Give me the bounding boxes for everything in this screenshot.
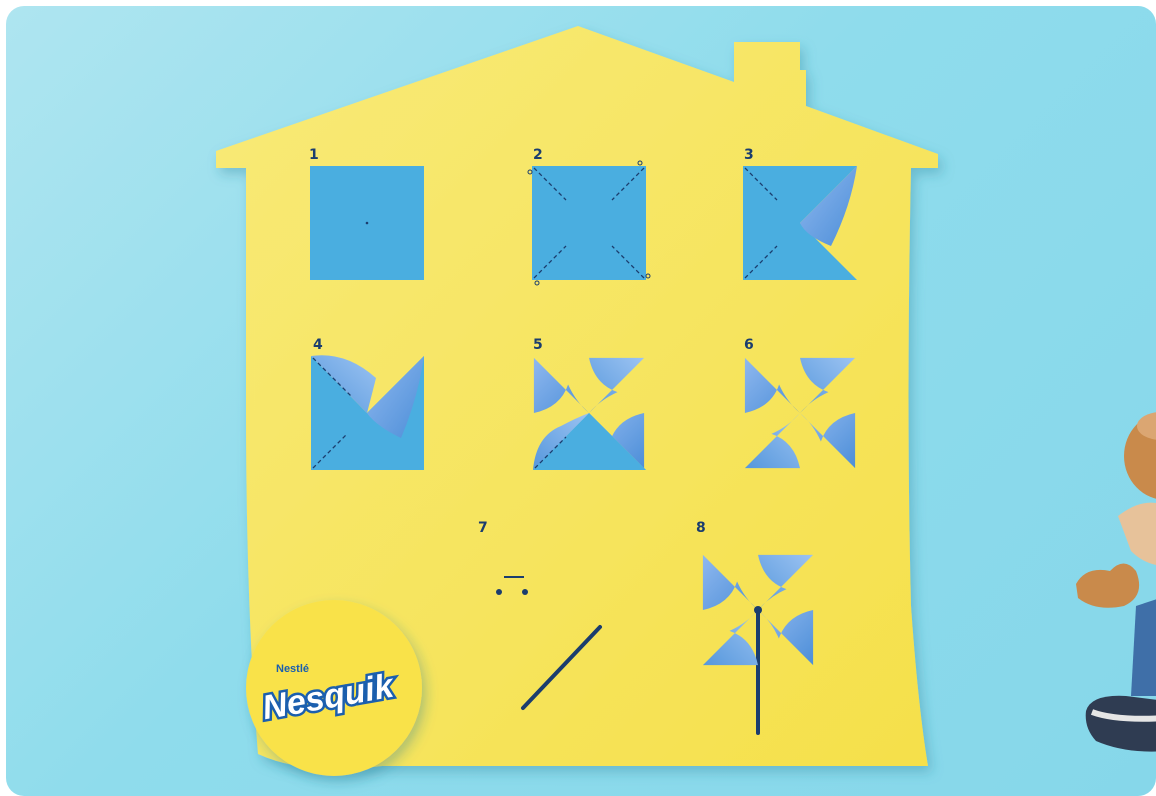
step-number-8: 8: [696, 520, 706, 536]
step-number-1: 1: [309, 147, 319, 163]
step-number-3: 3: [744, 147, 754, 163]
bunny-mascot-icon: [1076, 412, 1156, 752]
step-number-2: 2: [533, 147, 543, 163]
step-number-6: 6: [744, 337, 754, 353]
step-1-square: [310, 166, 424, 280]
pinwheel-instructions: 1 2 3 4 5 6 7 8: [6, 6, 1156, 796]
step-number-4: 4: [313, 337, 323, 353]
step-2-cut-square: [528, 161, 650, 285]
nestle-label: Nestlé: [276, 663, 309, 675]
nesquik-logo: Nestlé Nesquik: [246, 600, 422, 776]
instruction-card: 1 2 3 4 5 6 7 8: [6, 6, 1156, 796]
step-number-7: 7: [478, 520, 488, 536]
step-number-5: 5: [533, 337, 543, 353]
